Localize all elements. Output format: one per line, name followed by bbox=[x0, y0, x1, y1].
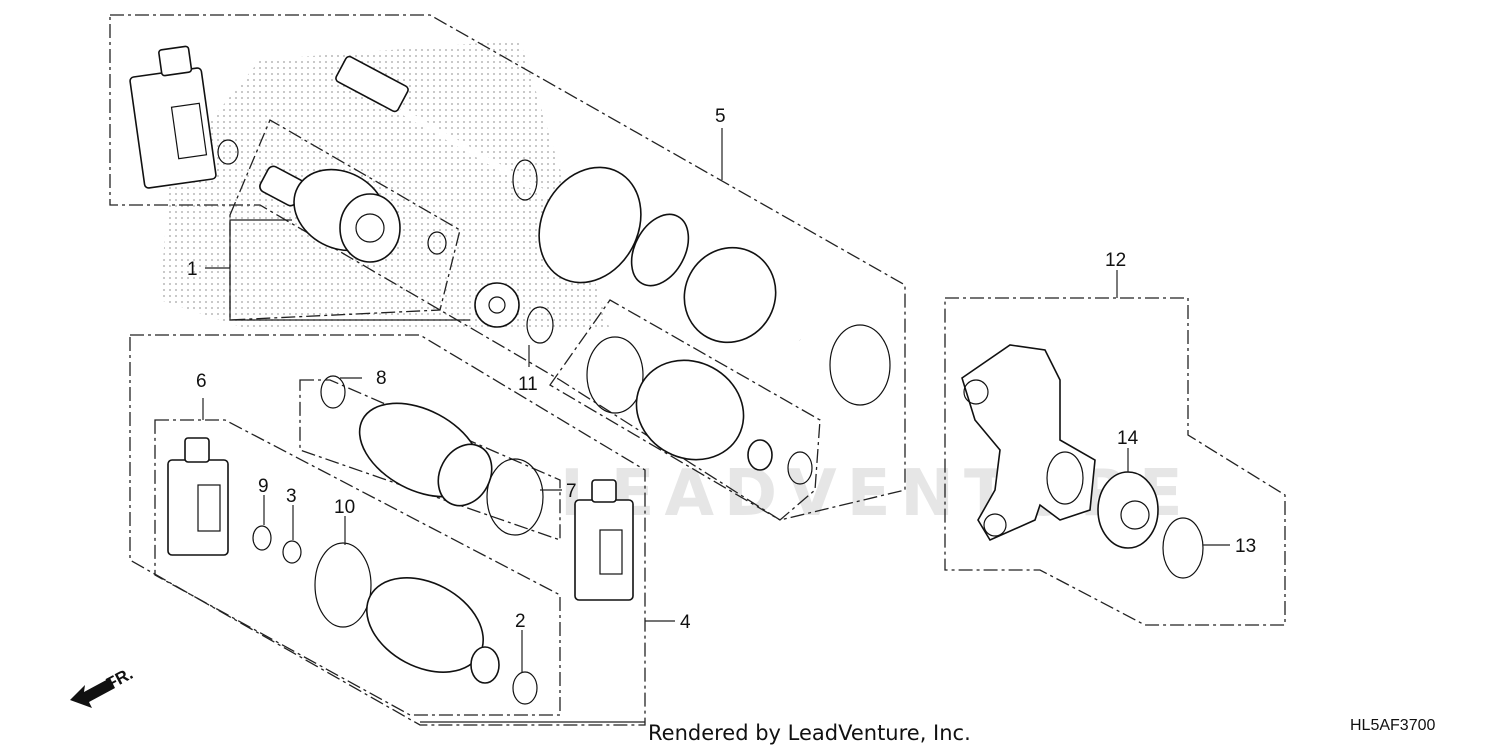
callout-9: 9 bbox=[258, 476, 269, 497]
boot-band-icon bbox=[787, 451, 813, 485]
callout-5: 5 bbox=[715, 106, 726, 127]
boot-band-icon bbox=[486, 458, 544, 536]
small-circlip-icon bbox=[282, 540, 302, 564]
callout-14: 14 bbox=[1117, 428, 1139, 449]
small-circlip-icon bbox=[427, 231, 447, 255]
oil-bottle-icon bbox=[129, 45, 217, 189]
callout-1: 1 bbox=[187, 259, 198, 280]
boot-band-icon bbox=[512, 671, 538, 705]
callout-3: 3 bbox=[286, 486, 297, 507]
boot-band-icon bbox=[829, 324, 891, 406]
callout-8: 8 bbox=[376, 368, 387, 389]
callout-10: 10 bbox=[334, 497, 355, 518]
boot-band-icon bbox=[586, 336, 644, 414]
diagram-code: HL5AF3700 bbox=[1350, 717, 1435, 734]
front-arrow-icon bbox=[70, 678, 115, 708]
knuckle-icon bbox=[961, 344, 1096, 542]
bearing-icon bbox=[1097, 471, 1159, 549]
credit-text: Rendered by LeadVenture, Inc. bbox=[648, 721, 971, 745]
callout-2: 2 bbox=[515, 611, 526, 632]
callout-4: 4 bbox=[680, 612, 691, 633]
oil-bottle-icon bbox=[574, 479, 634, 601]
knuckle-kit-outline bbox=[944, 297, 1286, 626]
stipple-shading bbox=[160, 40, 610, 330]
callout-13: 13 bbox=[1235, 536, 1256, 557]
callout-6: 6 bbox=[196, 371, 207, 392]
circlip-icon bbox=[252, 525, 272, 551]
inner-cv-joint-icon bbox=[259, 165, 401, 263]
circlip-icon bbox=[1162, 517, 1204, 579]
oil-bottle-icon bbox=[167, 437, 229, 556]
driveshaft-icon bbox=[335, 55, 802, 344]
boot-band-icon bbox=[512, 159, 538, 201]
callout-12: 12 bbox=[1105, 250, 1126, 271]
tripod-icon bbox=[474, 282, 520, 328]
cv-boot-icon bbox=[366, 577, 500, 684]
boot-band-icon bbox=[320, 375, 346, 409]
boot-band-icon bbox=[314, 542, 372, 628]
leader-1-bracket bbox=[229, 219, 470, 321]
boot-kit-outline-lower bbox=[129, 334, 646, 726]
kit-box-outline-top bbox=[109, 14, 906, 521]
cv-boot-icon bbox=[358, 402, 493, 507]
watermark: LEADVENTURE bbox=[560, 457, 1193, 531]
cv-boot-icon bbox=[635, 359, 773, 471]
inner-boot-kit-outline bbox=[154, 419, 561, 716]
callout-7: 7 bbox=[566, 481, 577, 502]
circlip-icon bbox=[217, 139, 239, 165]
snap-ring-icon bbox=[526, 306, 554, 344]
callout-11: 11 bbox=[518, 374, 538, 395]
outer-boot-kit-outline bbox=[549, 299, 821, 521]
